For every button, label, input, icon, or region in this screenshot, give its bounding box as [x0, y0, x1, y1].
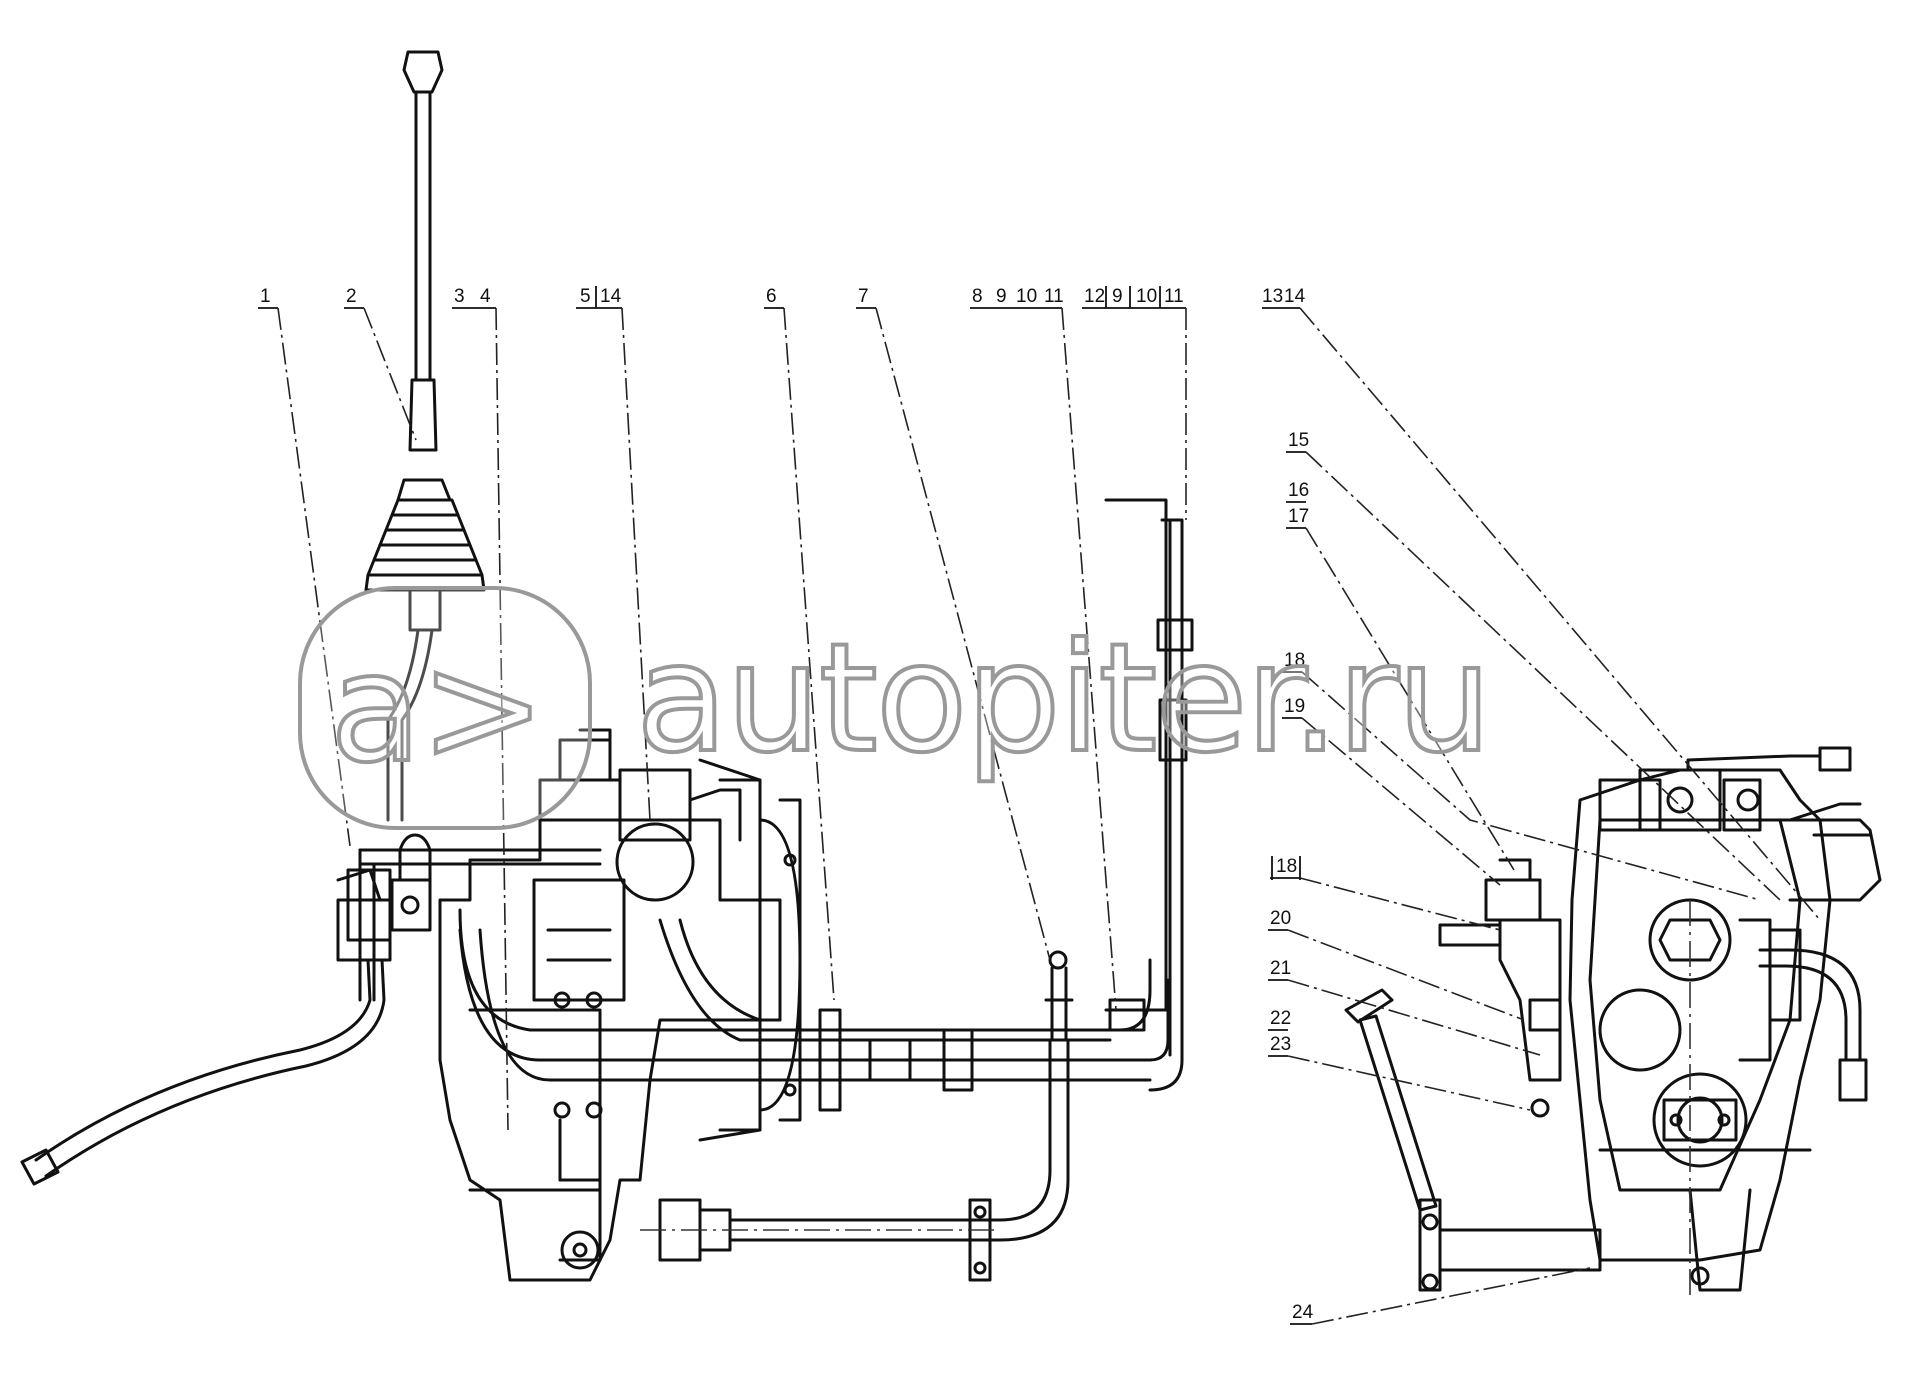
- clutch-bell-housing: [698, 758, 802, 1142]
- callout-6: 6: [766, 286, 777, 307]
- callout-19: 19: [1284, 696, 1305, 717]
- watermark-logo-glyph: a>: [330, 622, 544, 796]
- callout-13: 13: [1262, 286, 1283, 307]
- callout-8: 8: [972, 286, 983, 307]
- callout-12: 12: [1084, 286, 1105, 307]
- watermark: a> autopiter.ru: [298, 586, 1494, 830]
- callout-11b: 11: [1164, 286, 1184, 307]
- callout-labels: 1 2 3 4 5 14 6 7 8 9 10 11 12 9 10 11 13…: [260, 286, 1314, 1323]
- callout-9b: 9: [1112, 286, 1123, 307]
- callout-7: 7: [858, 286, 869, 307]
- callout-20: 20: [1270, 908, 1291, 929]
- callout-18b: 18: [1276, 856, 1297, 877]
- callout-1: 1: [260, 286, 271, 307]
- output-shaft-pipe: [640, 1038, 1070, 1282]
- callout-21: 21: [1270, 958, 1291, 979]
- rear-right-pipes: [1738, 918, 1868, 1102]
- shift-lever: [402, 50, 444, 452]
- shift-rod: [386, 628, 434, 822]
- rear-gearbox-housing: [1568, 768, 1832, 1300]
- callout-22: 22: [1270, 1008, 1291, 1029]
- gearbox-housing: [438, 818, 782, 1282]
- callout-11: 11: [1044, 286, 1064, 307]
- callout-9: 9: [996, 286, 1007, 307]
- callout-18: 18: [1284, 650, 1305, 671]
- callout-5: 5: [580, 286, 591, 307]
- callout-leaders: [258, 307, 1821, 1325]
- watermark-text: autopiter.ru: [636, 612, 1490, 786]
- callout-4: 4: [480, 286, 491, 307]
- callout-14b: 14: [1284, 286, 1306, 307]
- callout-23: 23: [1270, 1034, 1291, 1055]
- callout-2: 2: [346, 286, 357, 307]
- callout-10: 10: [1016, 286, 1037, 307]
- rear-left-bracket: [1438, 858, 1562, 1118]
- left-fittings: [346, 833, 432, 942]
- callout-3: 3: [454, 286, 465, 307]
- callout-15: 15: [1288, 430, 1309, 451]
- vertical-pipe-assembly: [1044, 498, 1194, 1092]
- callout-16: 16: [1288, 480, 1309, 501]
- watermark-logo-frame: [298, 586, 592, 830]
- callout-14: 14: [600, 286, 622, 307]
- callout-10b: 10: [1136, 286, 1157, 307]
- callout-17: 17: [1288, 506, 1309, 527]
- rear-support-strut: [1344, 988, 1602, 1292]
- callout-24: 24: [1292, 1302, 1314, 1323]
- flexible-cable: [20, 868, 392, 1186]
